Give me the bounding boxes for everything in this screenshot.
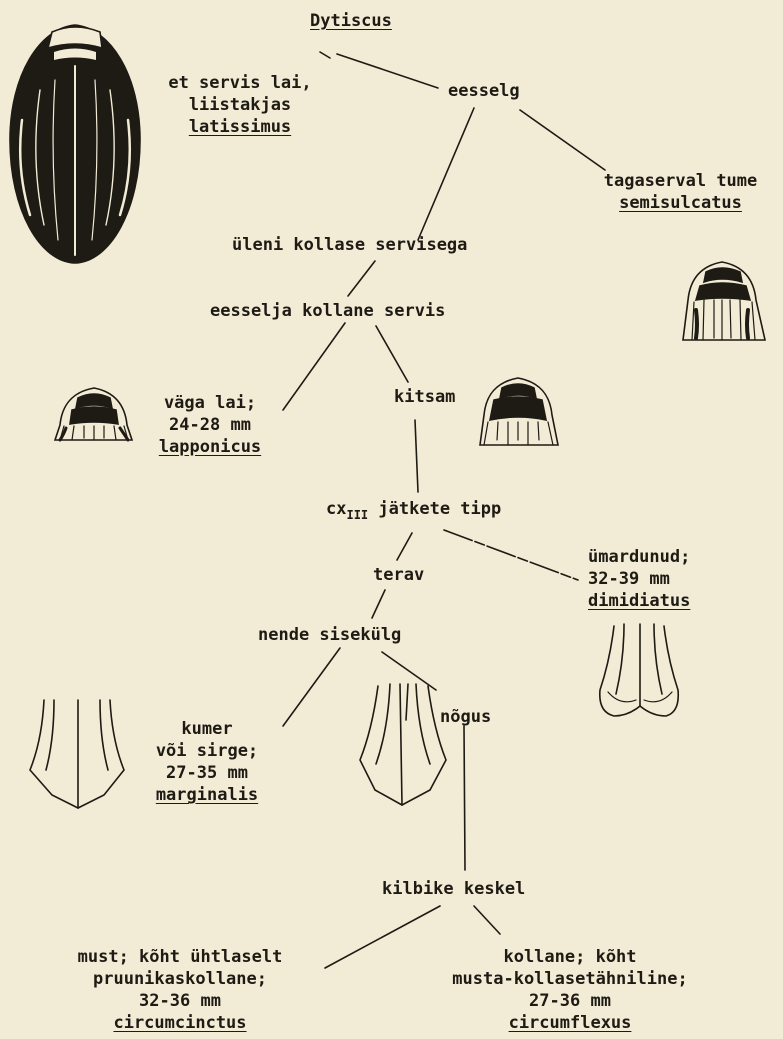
marginalis-description: kumer või sirge; 27-35 mm marginalis bbox=[132, 718, 282, 806]
node-nogus: nõgus bbox=[440, 706, 491, 728]
cx-subscript: III bbox=[346, 508, 368, 522]
edge-terav-nende bbox=[372, 590, 385, 618]
edge-cx-dimidiatus bbox=[444, 530, 578, 580]
circumflexus-description: kollane; kõht musta-kollasetähniline; 27… bbox=[420, 946, 720, 1034]
latissimus-desc-line-2: liistakjas bbox=[145, 94, 335, 116]
beetle-semisulcatus-drawing bbox=[683, 262, 765, 340]
edge-uleni-eesselja bbox=[348, 261, 375, 296]
circumcinctus-desc-line-3: 32-36 mm bbox=[30, 990, 330, 1012]
marginalis-desc-line-1: kumer bbox=[132, 718, 282, 740]
node-terav: terav bbox=[373, 564, 424, 586]
edge-kitsam-cx bbox=[415, 420, 418, 492]
lapponicus-desc-line-2: 24-28 mm bbox=[140, 414, 280, 436]
edge-root-latissimus bbox=[320, 52, 330, 58]
beetle-kitsam-drawing bbox=[480, 378, 558, 445]
species-dimidiatus: dimidiatus bbox=[588, 590, 738, 612]
circumcinctus-desc-line-1: must; kõht ühtlaselt bbox=[30, 946, 330, 968]
dimidiatus-desc-line-1: ümardunud; bbox=[588, 546, 738, 568]
circumcinctus-desc-line-2: pruunikaskollane; bbox=[30, 968, 330, 990]
semisulcatus-desc-line-1: tagaserval tume bbox=[578, 170, 783, 192]
node-eesselg: eesselg bbox=[448, 80, 520, 102]
node-root: Dytiscus bbox=[310, 10, 392, 32]
lapponicus-description: väga lai; 24-28 mm lapponicus bbox=[140, 392, 280, 458]
circumcinctus-description: must; kõht ühtlaselt pruunikaskollane; 3… bbox=[30, 946, 330, 1034]
marginalis-desc-line-2: või sirge; bbox=[132, 740, 282, 762]
cx-rest: jätkete tipp bbox=[378, 499, 501, 519]
node-nende-sisekulg: nende sisekülg bbox=[258, 624, 401, 646]
dimidiatus-description: ümardunud; 32-39 mm dimidiatus bbox=[588, 546, 738, 612]
circumflexus-desc-line-3: 27-36 mm bbox=[420, 990, 720, 1012]
node-kitsam: kitsam bbox=[394, 386, 455, 408]
coxa-dimidiatus-drawing bbox=[600, 624, 678, 716]
latissimus-description: et servis lai, liistakjas latissimus bbox=[145, 72, 335, 138]
latissimus-desc-line-1: et servis lai, bbox=[145, 72, 335, 94]
species-circumcinctus: circumcinctus bbox=[30, 1012, 330, 1034]
species-semisulcatus: semisulcatus bbox=[578, 192, 783, 214]
edge-cx-terav bbox=[397, 533, 412, 560]
species-circumflexus: circumflexus bbox=[420, 1012, 720, 1034]
edge-nende-marginalis bbox=[283, 648, 340, 726]
beetle-latissimus-drawing bbox=[10, 25, 140, 263]
edge-eesselg-uleni bbox=[418, 108, 474, 240]
edge-eesselg-semisulcatus bbox=[520, 110, 605, 170]
dimidiatus-desc-line-2: 32-39 mm bbox=[588, 568, 738, 590]
coxa-marginalis-drawing bbox=[30, 700, 124, 808]
coxa-nogus-drawing bbox=[360, 684, 446, 805]
node-kilbike-keskel: kilbike keskel bbox=[382, 878, 525, 900]
circumflexus-desc-line-2: musta-kollasetähniline; bbox=[420, 968, 720, 990]
node-uleni-kollase-servisega: üleni kollase servisega bbox=[232, 234, 467, 256]
species-marginalis: marginalis bbox=[132, 784, 282, 806]
node-eesselja-kollane-servis: eesselja kollane servis bbox=[210, 300, 445, 322]
edge-eesselja-lapponicus bbox=[283, 323, 345, 410]
edge-root-eesselg bbox=[337, 54, 438, 88]
edge-eesselja-kitsam bbox=[376, 326, 408, 382]
lapponicus-desc-line-1: väga lai; bbox=[140, 392, 280, 414]
species-latissimus: latissimus bbox=[145, 116, 335, 138]
marginalis-desc-line-3: 27-35 mm bbox=[132, 762, 282, 784]
node-cx-jatkete-tipp: cxIII jätkete tipp bbox=[326, 498, 501, 526]
species-lapponicus: lapponicus bbox=[140, 436, 280, 458]
circumflexus-desc-line-1: kollane; kõht bbox=[420, 946, 720, 968]
semisulcatus-description: tagaserval tume semisulcatus bbox=[578, 170, 783, 214]
edge-kilbike-circumflexus bbox=[474, 906, 500, 934]
beetle-lapponicus-drawing bbox=[55, 388, 132, 440]
cx-prefix: cx bbox=[326, 499, 346, 519]
edge-nogus-kilbike bbox=[464, 726, 465, 870]
